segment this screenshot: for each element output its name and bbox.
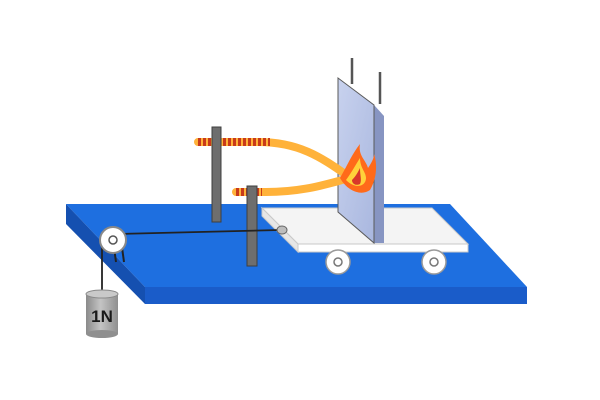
weight-body [86,294,118,334]
weight-top [85,289,119,299]
heating-coil [194,138,354,196]
cart-wheel-left [325,249,351,275]
glass-plate-side [374,105,384,243]
weight-label: 1N [91,307,113,326]
table-front [145,287,527,304]
flame-core [352,168,361,185]
support-post-front [246,185,258,267]
support-post-back [211,126,222,223]
string-horizontal [117,229,281,235]
weight-bottom [86,330,118,338]
string [101,225,288,290]
string-hook [276,225,288,235]
support-posts [211,126,258,267]
table-side [66,204,145,304]
coil-upper-arm [194,138,352,180]
cart-wheel-right [421,249,447,275]
flame [340,144,377,193]
flame-inner [346,158,366,186]
pulley [99,226,127,263]
pulley-axle [108,235,118,245]
cart-front [297,243,469,253]
hanging-weight: 1N [85,289,119,338]
glass-plate-assembly [337,58,384,245]
